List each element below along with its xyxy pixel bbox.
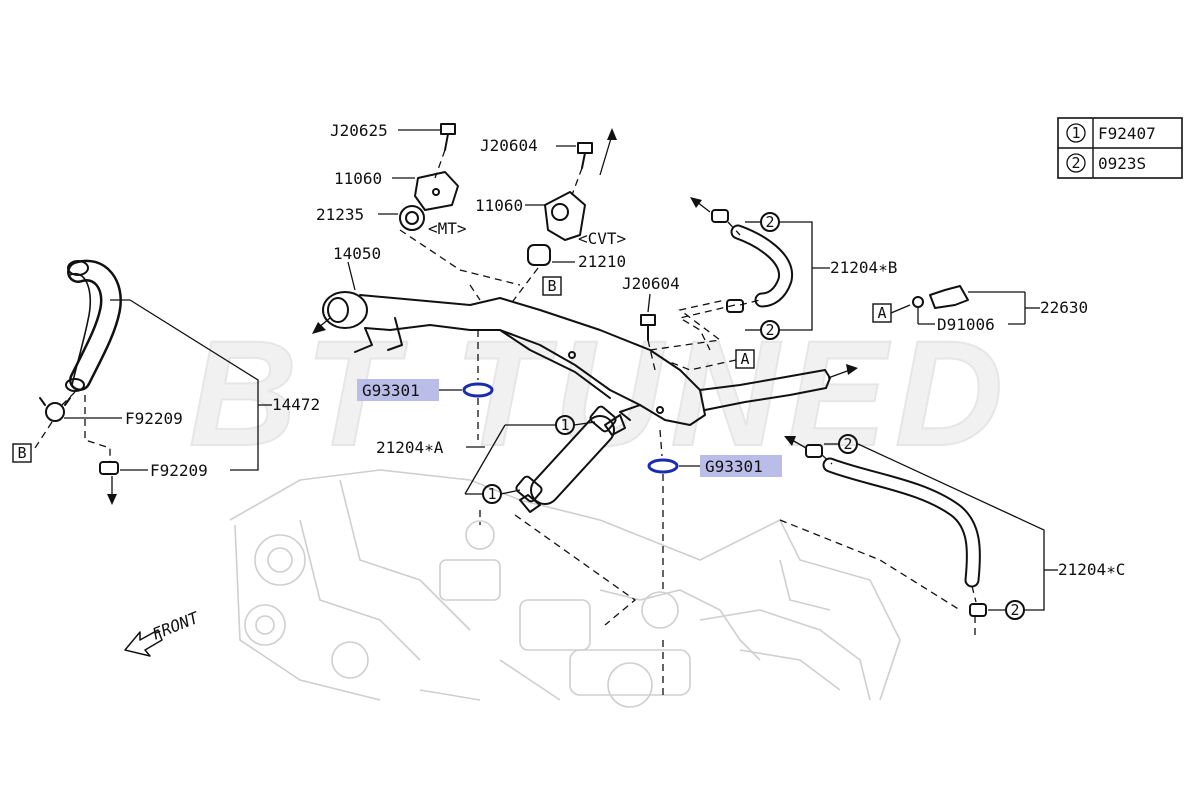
svg-text:22630: 22630 [1040,298,1088,317]
svg-text:B: B [17,444,26,462]
svg-text:G93301: G93301 [362,381,420,400]
svg-text:G93301: G93301 [705,457,763,476]
watermark: BT TUNED [189,309,1011,477]
hose-21204c: 2 2 21204∗C [784,434,1125,635]
svg-text:A: A [740,350,749,368]
svg-text:F92209: F92209 [150,461,208,480]
ref-box-b-top: B [542,276,562,296]
thermostat-21210: 21210 [527,244,626,271]
svg-text:J20604: J20604 [480,136,538,155]
sensor-22630: A D91006 22630 [872,285,1088,334]
svg-text:14050: 14050 [333,244,381,263]
svg-text:1: 1 [560,416,569,434]
oring-g93301-right: G93301 [647,429,782,700]
oring-g93301-left: G93301 [357,330,494,525]
gasket-21235: 21235 <MT> [316,205,467,238]
svg-text:11060: 11060 [334,169,382,188]
cover-11060-cvt: 11060 <CVT> [475,191,626,248]
clamp-f92209-b: F92209 [99,461,208,505]
svg-text:A: A [877,304,886,322]
svg-text:14472: 14472 [272,395,320,414]
svg-text:J20604: J20604 [622,274,680,293]
svg-text:2: 2 [765,321,774,339]
svg-text:D91006: D91006 [937,315,995,334]
svg-text:21204∗C: 21204∗C [1058,560,1125,579]
engine-outline [229,469,901,708]
bolt-j20625: J20625 [330,121,456,151]
svg-text:J20625: J20625 [330,121,388,140]
svg-text:<MT>: <MT> [428,219,467,238]
svg-text:1: 1 [487,485,496,503]
hose-21204a: 1 1 21204∗A [376,405,626,513]
legend-symbol-1: 1 [1071,124,1080,142]
svg-text:<CVT>: <CVT> [578,229,626,248]
clamp-f92209-a: F92209 [39,397,183,428]
legend-code-2: 0923S [1098,154,1146,173]
ref-box-b-left: B [12,443,32,463]
cover-11060-mt: 11060 [334,169,459,211]
svg-text:21204∗B: 21204∗B [830,258,897,277]
svg-text:2: 2 [1010,601,1019,619]
svg-text:FRONT: FRONT [149,608,202,644]
svg-text:F92209: F92209 [125,409,183,428]
ref-box-a-mid: A [664,349,755,371]
svg-text:2: 2 [843,435,852,453]
hose-21204b: 2 2 21204∗B [690,197,897,340]
hose-14472: 14472 [65,259,320,471]
svg-text:2: 2 [765,213,774,231]
svg-text:B: B [547,277,556,295]
legend-table: 1 F92407 2 0923S [1057,117,1183,179]
legend-code-1: F92407 [1098,124,1156,143]
front-arrow-icon: FRONT [124,608,202,657]
svg-text:11060: 11060 [475,196,523,215]
pipe-14050: 14050 [322,244,831,426]
bolt-j20604-mid: J20604 [622,274,680,341]
svg-text:21235: 21235 [316,205,364,224]
svg-text:21204∗A: 21204∗A [376,438,444,457]
legend-symbol-2: 2 [1071,154,1080,172]
svg-text:21210: 21210 [578,252,626,271]
bolt-j20604-top: J20604 [480,136,593,169]
